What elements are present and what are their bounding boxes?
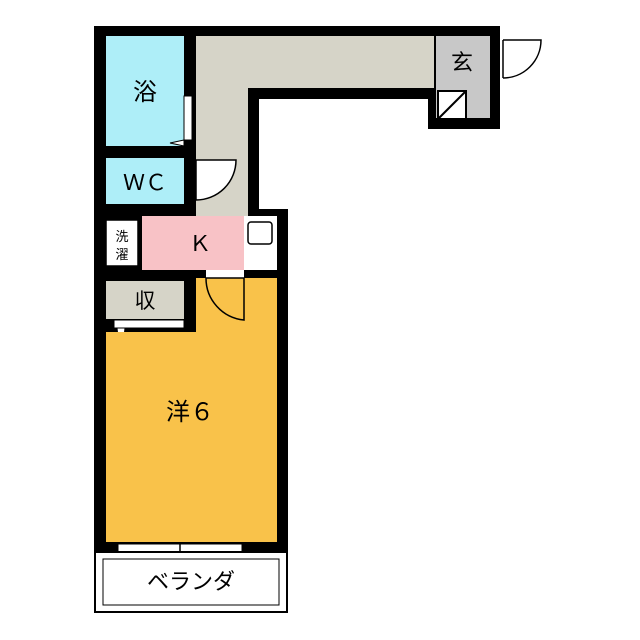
- sink: [247, 221, 273, 245]
- cutout: [259, 99, 428, 209]
- room-door-swing: [205, 277, 245, 321]
- storage-label: 収: [135, 289, 156, 313]
- storage-room: [106, 281, 184, 319]
- shoe-cabinet-diagonal: [437, 90, 467, 120]
- kitchen-label: Ｋ: [189, 232, 211, 257]
- entrance-label: 玄: [451, 51, 473, 76]
- bath-door-arrow: [169, 139, 185, 147]
- western-room: [196, 278, 277, 338]
- bath-room: [106, 36, 184, 146]
- kitchen-room: [142, 216, 244, 270]
- wc-room: [106, 158, 184, 204]
- bath-label: 浴: [133, 78, 157, 106]
- western-room-label: 洋６: [166, 398, 214, 426]
- balcony: [94, 551, 288, 613]
- bath-door: [183, 95, 193, 141]
- laundry-label-top: 洗: [115, 230, 128, 245]
- wc-label: ＷＣ: [123, 171, 167, 196]
- western-room: [106, 332, 277, 542]
- entrance-door-swing: [502, 39, 542, 79]
- balcony-inner: [102, 558, 280, 606]
- laundry-space: [105, 219, 139, 267]
- wc-door-swing: [195, 159, 237, 201]
- laundry-label-bottom: 濯: [115, 248, 128, 263]
- cutout: [288, 209, 428, 559]
- storage-door: [113, 319, 185, 329]
- room-door-frame: [206, 270, 244, 278]
- balcony-label: ベランダ: [147, 570, 235, 595]
